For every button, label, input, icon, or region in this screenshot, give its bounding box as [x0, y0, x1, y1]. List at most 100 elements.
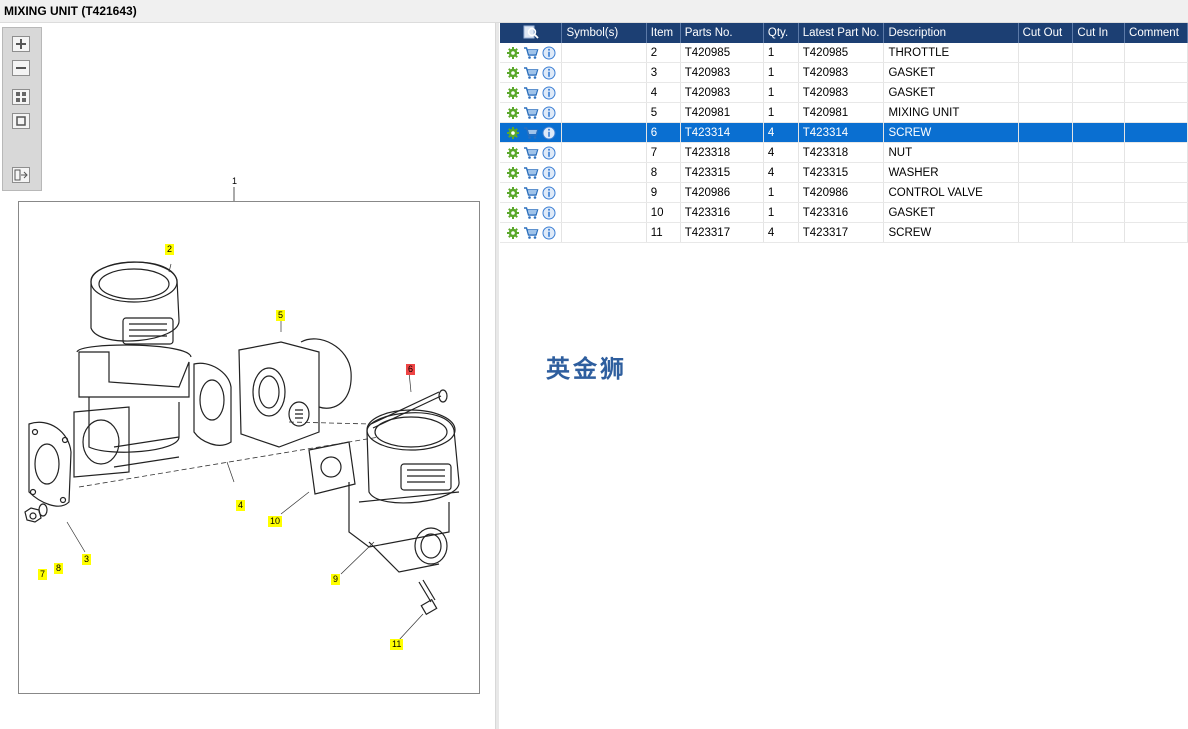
cart-icon[interactable] — [523, 186, 539, 200]
cart-icon[interactable] — [523, 166, 539, 180]
column-header-cut-in[interactable]: Cut In — [1072, 23, 1126, 43]
cart-icon[interactable] — [523, 146, 539, 160]
actual-size-button[interactable] — [12, 113, 30, 129]
zoom-in-button[interactable] — [12, 36, 30, 52]
callout-10[interactable]: 10 — [268, 516, 283, 527]
row-action-icons — [500, 222, 563, 243]
cell-cut-in — [1072, 142, 1126, 163]
column-header-cut-out[interactable]: Cut Out — [1018, 23, 1074, 43]
fit-all-button[interactable] — [12, 89, 30, 105]
cart-icon[interactable] — [523, 66, 539, 80]
gear-icon[interactable] — [506, 206, 520, 220]
cell-cut-in — [1072, 102, 1126, 123]
cell-cut-out — [1018, 202, 1074, 223]
cell-comment — [1124, 202, 1188, 223]
cell-latest-part-no: T420983 — [798, 82, 885, 103]
cell-latest-part-no: T423315 — [798, 162, 885, 183]
info-icon[interactable] — [542, 46, 556, 60]
table-row[interactable]: 11 T423317 4 T423317 SCREW — [500, 222, 1188, 243]
row-action-icons — [500, 43, 563, 63]
cell-item: 5 — [646, 102, 681, 123]
cell-description: WASHER — [883, 162, 1019, 183]
cell-latest-part-no: T423318 — [798, 142, 885, 163]
table-row[interactable]: 7 T423318 4 T423318 NUT — [500, 142, 1188, 163]
cell-description: GASKET — [883, 202, 1019, 223]
cell-qty: 1 — [763, 102, 799, 123]
gear-icon[interactable] — [506, 166, 520, 180]
info-icon[interactable] — [542, 86, 556, 100]
export-button[interactable] — [12, 167, 30, 183]
table-row[interactable]: 10 T423316 1 T423316 GASKET — [500, 202, 1188, 223]
cell-description: CONTROL VALVE — [883, 182, 1019, 203]
table-row[interactable]: 2 T420985 1 T420985 THROTTLE — [500, 43, 1188, 63]
column-header-qty[interactable]: Qty. — [763, 23, 799, 43]
cell-item: 10 — [646, 202, 681, 223]
cart-icon[interactable] — [523, 106, 539, 120]
callout-5[interactable]: 5 — [276, 310, 286, 321]
column-header-comment[interactable]: Comment — [1124, 23, 1188, 43]
callout-4[interactable]: 4 — [236, 500, 246, 511]
cell-comment — [1124, 62, 1188, 83]
table-row[interactable]: 4 T420983 1 T420983 GASKET — [500, 82, 1188, 103]
gear-icon[interactable] — [506, 186, 520, 200]
info-icon[interactable] — [542, 226, 556, 240]
gear-icon[interactable] — [506, 126, 520, 140]
cart-icon[interactable] — [523, 86, 539, 100]
cell-symbol — [561, 122, 647, 143]
gear-icon[interactable] — [506, 146, 520, 160]
gear-icon[interactable] — [506, 106, 520, 120]
column-header-actions[interactable] — [500, 23, 563, 43]
cart-icon[interactable] — [523, 206, 539, 220]
search-parts-icon[interactable] — [523, 25, 539, 39]
row-action-icons — [500, 62, 563, 83]
table-header-row: Symbol(s) Item Parts No. Qty. Latest Par… — [500, 23, 1188, 43]
callout-7[interactable]: 7 — [38, 569, 48, 580]
cell-symbol — [561, 162, 647, 183]
info-icon[interactable] — [542, 66, 556, 80]
column-header-latest-part-no[interactable]: Latest Part No. — [798, 23, 885, 43]
cell-symbol — [561, 102, 647, 123]
cell-item: 2 — [646, 43, 681, 63]
pane-splitter[interactable] — [495, 23, 499, 729]
callout-9[interactable]: 9 — [331, 574, 341, 585]
cell-cut-out — [1018, 122, 1074, 143]
cell-latest-part-no: T423314 — [798, 122, 885, 143]
info-icon[interactable] — [542, 126, 556, 140]
info-icon[interactable] — [542, 146, 556, 160]
zoom-out-button[interactable] — [12, 60, 30, 76]
cell-item: 11 — [646, 222, 681, 243]
cart-icon[interactable] — [523, 46, 539, 60]
cell-comment — [1124, 102, 1188, 123]
callout-6[interactable]: 6 — [406, 364, 416, 375]
cell-qty: 4 — [763, 222, 799, 243]
info-icon[interactable] — [542, 206, 556, 220]
info-icon[interactable] — [542, 166, 556, 180]
cell-cut-in — [1072, 43, 1126, 63]
gear-icon[interactable] — [506, 46, 520, 60]
info-icon[interactable] — [542, 106, 556, 120]
gear-icon[interactable] — [506, 66, 520, 80]
diagram-pane[interactable]: 1 — [0, 23, 495, 729]
cell-description: GASKET — [883, 82, 1019, 103]
table-row[interactable]: 8 T423315 4 T423315 WASHER — [500, 162, 1188, 183]
cart-icon[interactable] — [523, 126, 539, 140]
column-header-parts-no[interactable]: Parts No. — [680, 23, 764, 43]
exploded-diagram[interactable]: 2 5 6 4 10 3 7 8 9 11 — [18, 201, 480, 694]
callout-8[interactable]: 8 — [54, 563, 64, 574]
callout-2[interactable]: 2 — [165, 244, 175, 255]
column-header-symbols[interactable]: Symbol(s) — [561, 23, 647, 43]
table-row[interactable]: 9 T420986 1 T420986 CONTROL VALVE — [500, 182, 1188, 203]
table-row[interactable]: 3 T420983 1 T420983 GASKET — [500, 62, 1188, 83]
callout-11[interactable]: 11 — [390, 639, 404, 650]
gear-icon[interactable] — [506, 226, 520, 240]
column-header-description[interactable]: Description — [883, 23, 1019, 43]
info-icon[interactable] — [542, 186, 556, 200]
cart-icon[interactable] — [523, 226, 539, 240]
table-row[interactable]: 5 T420981 1 T420981 MIXING UNIT — [500, 102, 1188, 123]
cell-item: 9 — [646, 182, 681, 203]
column-header-item[interactable]: Item — [646, 23, 681, 43]
table-row[interactable]: 6 T423314 4 T423314 SCREW — [500, 122, 1188, 143]
cell-comment — [1124, 82, 1188, 103]
gear-icon[interactable] — [506, 86, 520, 100]
callout-3[interactable]: 3 — [82, 554, 92, 565]
